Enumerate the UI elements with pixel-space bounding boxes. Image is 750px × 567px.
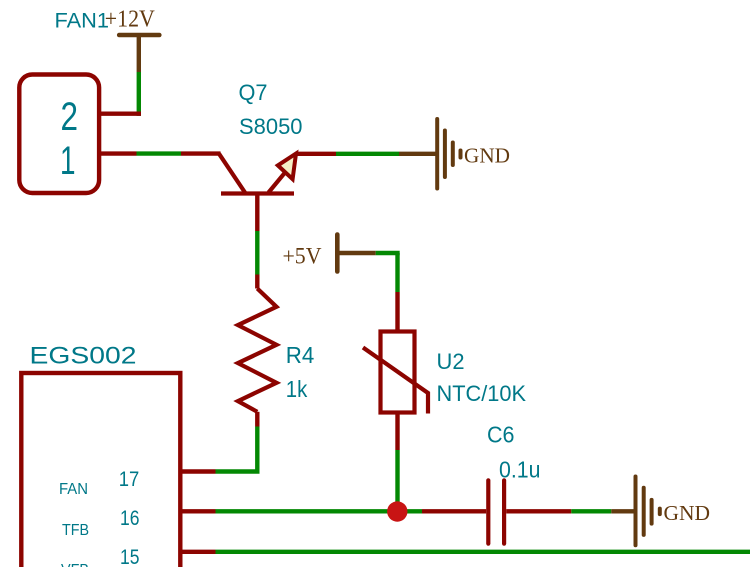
svg-text:S8050: S8050 xyxy=(239,114,303,139)
svg-text:FAN: FAN xyxy=(59,481,88,498)
svg-text:R4: R4 xyxy=(286,342,315,368)
svg-text:15: 15 xyxy=(120,546,140,567)
svg-text:Q7: Q7 xyxy=(239,80,268,105)
svg-text:FAN1: FAN1 xyxy=(55,10,110,33)
svg-text:NTC/10K: NTC/10K xyxy=(437,381,527,406)
svg-text:+5V: +5V xyxy=(283,244,322,269)
svg-text:U2: U2 xyxy=(437,349,465,374)
svg-text:0.1u: 0.1u xyxy=(499,456,541,482)
svg-text:GND: GND xyxy=(664,501,711,525)
svg-text:16: 16 xyxy=(120,507,140,530)
svg-text:+12V: +12V xyxy=(105,7,156,33)
svg-text:1k: 1k xyxy=(286,376,308,402)
svg-text:1: 1 xyxy=(60,139,76,183)
svg-text:17: 17 xyxy=(119,468,140,491)
svg-text:TFB: TFB xyxy=(62,522,89,539)
svg-text:GND: GND xyxy=(464,144,510,168)
svg-text:VFB: VFB xyxy=(61,562,89,567)
svg-text:C6: C6 xyxy=(487,422,515,448)
svg-text:2: 2 xyxy=(61,95,79,139)
svg-text:EGS002: EGS002 xyxy=(30,342,137,369)
